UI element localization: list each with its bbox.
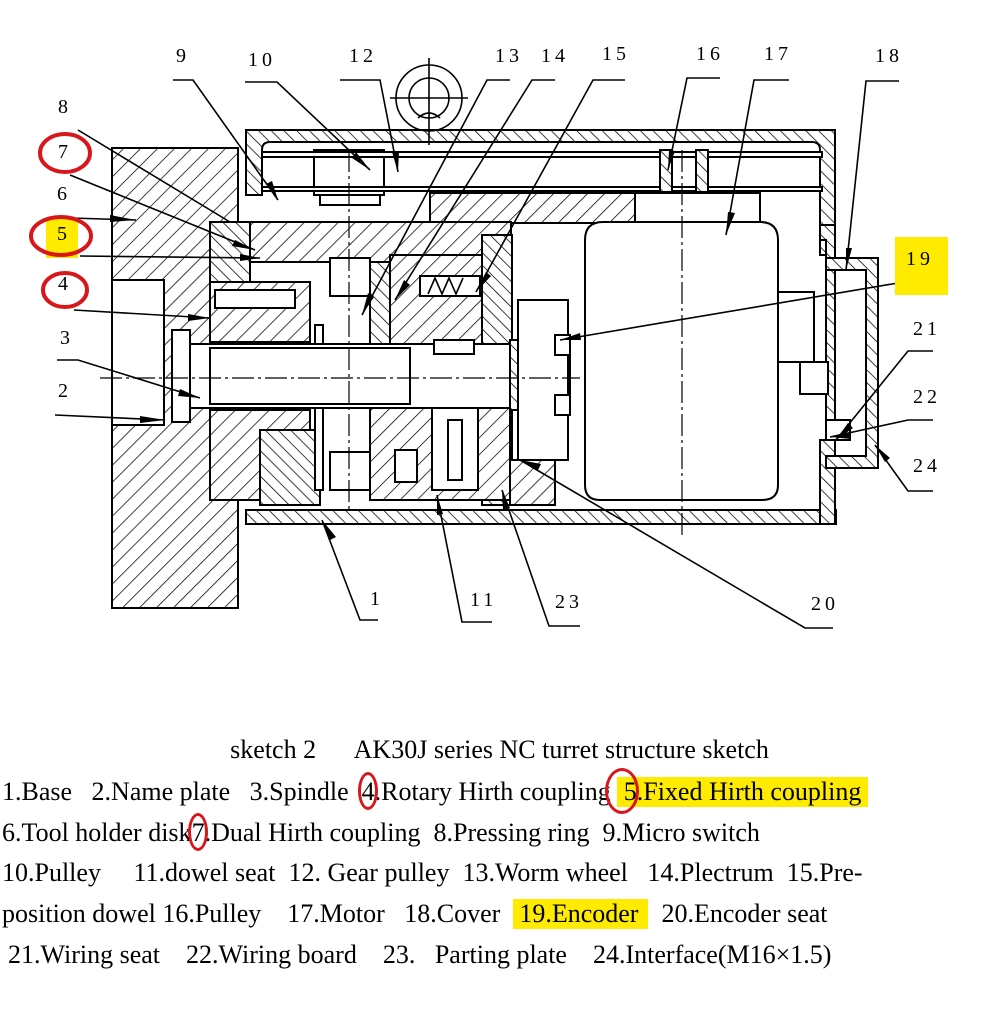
legend-line-5: 21.Wiring seat 22.Wiring board 23. Parti… (8, 940, 831, 970)
legend-item-20: 20.Encoder seat (661, 899, 828, 928)
encoder-seat (509, 299, 571, 506)
callout-11: 11 (470, 589, 497, 611)
legend-item-1: 1.Base (2, 777, 73, 806)
callout-7-red-circle (38, 132, 92, 174)
callout-4: 4 (58, 273, 72, 295)
legend-item-8: 8.Pressing ring (433, 818, 590, 847)
callout-3: 3 (60, 327, 74, 349)
callout-20: 20 (811, 593, 839, 615)
figure-caption: sketch 2 AK30J series NC turret structur… (0, 735, 999, 765)
callout-13: 13 (495, 45, 523, 67)
callout-16: 16 (696, 43, 724, 65)
callout-5-highlight (46, 218, 78, 258)
legend-item-5-text: 5.Fixed Hirth coupling (623, 777, 862, 806)
callout-18: 18 (875, 45, 903, 67)
motor (584, 221, 851, 501)
legend-item-11: 11.dowel seat (133, 858, 276, 887)
legend-item-16: 16.Pulley (162, 899, 262, 928)
legend-item-2: 2.Name plate (91, 777, 231, 806)
callout-12: 12 (349, 45, 377, 67)
legend-item-7-text: 7.Dual Hirth coupling (191, 818, 421, 847)
arrowheads (110, 150, 890, 540)
legend-item-23: 23. Parting plate (382, 940, 567, 969)
legend-4-red-circle (357, 772, 378, 810)
legend-item-5: 5.Fixed Hirth coupling (605, 768, 868, 814)
legend-item-21: 21.Wiring seat (8, 940, 161, 969)
legend-item-3: 3.Spindle (249, 777, 349, 806)
internal-mechanism (209, 221, 513, 506)
legend-item-15-part-1: 15.Pre- (786, 858, 863, 887)
caption-title: AK30J series NC turret structure sketch (353, 735, 769, 764)
callout-5-red-circle (29, 215, 93, 257)
legend-item-6: 6.Tool holder disk (2, 818, 192, 847)
legend-7-red-circle (187, 813, 208, 851)
callout-5: 5 (57, 223, 71, 245)
legend-item-12: 12. Gear pulley (288, 858, 450, 887)
caption-prefix: sketch 2 (230, 735, 317, 764)
callout-21: 21 (913, 318, 941, 340)
legend-line-3: 10.Pulley 11.dowel seat 12. Gear pulley … (2, 858, 863, 888)
callout-2: 2 (58, 380, 72, 402)
callout-10: 10 (248, 49, 276, 71)
gear-pulley-assembly (261, 149, 823, 224)
legend-line-4: position dowel 16.Pulley 17.Motor 18.Cov… (2, 899, 828, 929)
turret-structure-drawing: 1 2 3 4 5 6 7 8 9 10 11 12 13 14 15 16 1… (29, 43, 948, 629)
callout-15: 15 (602, 43, 630, 65)
legend-item-18: 18.Cover (404, 899, 501, 928)
legend-item-4-text: 4.Rotary Hirth coupling (361, 777, 611, 806)
callout-22: 22 (913, 386, 941, 408)
legend-5-red-circle (605, 768, 640, 814)
callout-4-red-circle (41, 271, 89, 309)
callout-6: 6 (57, 183, 71, 205)
callout-19-highlight (895, 237, 948, 295)
callout-8: 8 (58, 96, 72, 118)
legend-item-15-part-2: position dowel (2, 899, 156, 928)
callout-19: 19 (906, 248, 934, 270)
legend-item-13: 13.Worm wheel (462, 858, 628, 887)
callout-23: 23 (555, 591, 583, 613)
legend-item-7: 7.Dual Hirth coupling (187, 813, 421, 851)
lifting-eye (390, 58, 468, 145)
callout-9: 9 (176, 45, 190, 67)
callout-labels: 1 2 3 4 5 6 7 8 9 10 11 12 13 14 15 16 1… (57, 43, 941, 615)
callout-24: 24 (913, 455, 941, 477)
legend-item-22: 22.Wiring board (186, 940, 357, 969)
legend-item-14: 14.Plectrum (647, 858, 774, 887)
callout-1: 1 (370, 588, 384, 610)
legend-item-10: 10.Pulley (2, 858, 101, 887)
spindle (171, 329, 571, 423)
legend-item-17: 17.Motor (287, 899, 385, 928)
legend-item-9: 9.Micro switch (602, 818, 760, 847)
legend-item-24: 24.Interface(M16×1.5) (592, 940, 832, 969)
legend-item-4: 4.Rotary Hirth coupling (357, 772, 611, 810)
legend-line-1: 1.Base 2.Name plate 3.Spindle 4.Rotary H… (2, 768, 868, 814)
callout-7: 7 (58, 141, 72, 163)
legend-item-19: 19.Encoder (513, 899, 649, 929)
callout-17: 17 (764, 43, 792, 65)
callout-14: 14 (541, 45, 569, 67)
